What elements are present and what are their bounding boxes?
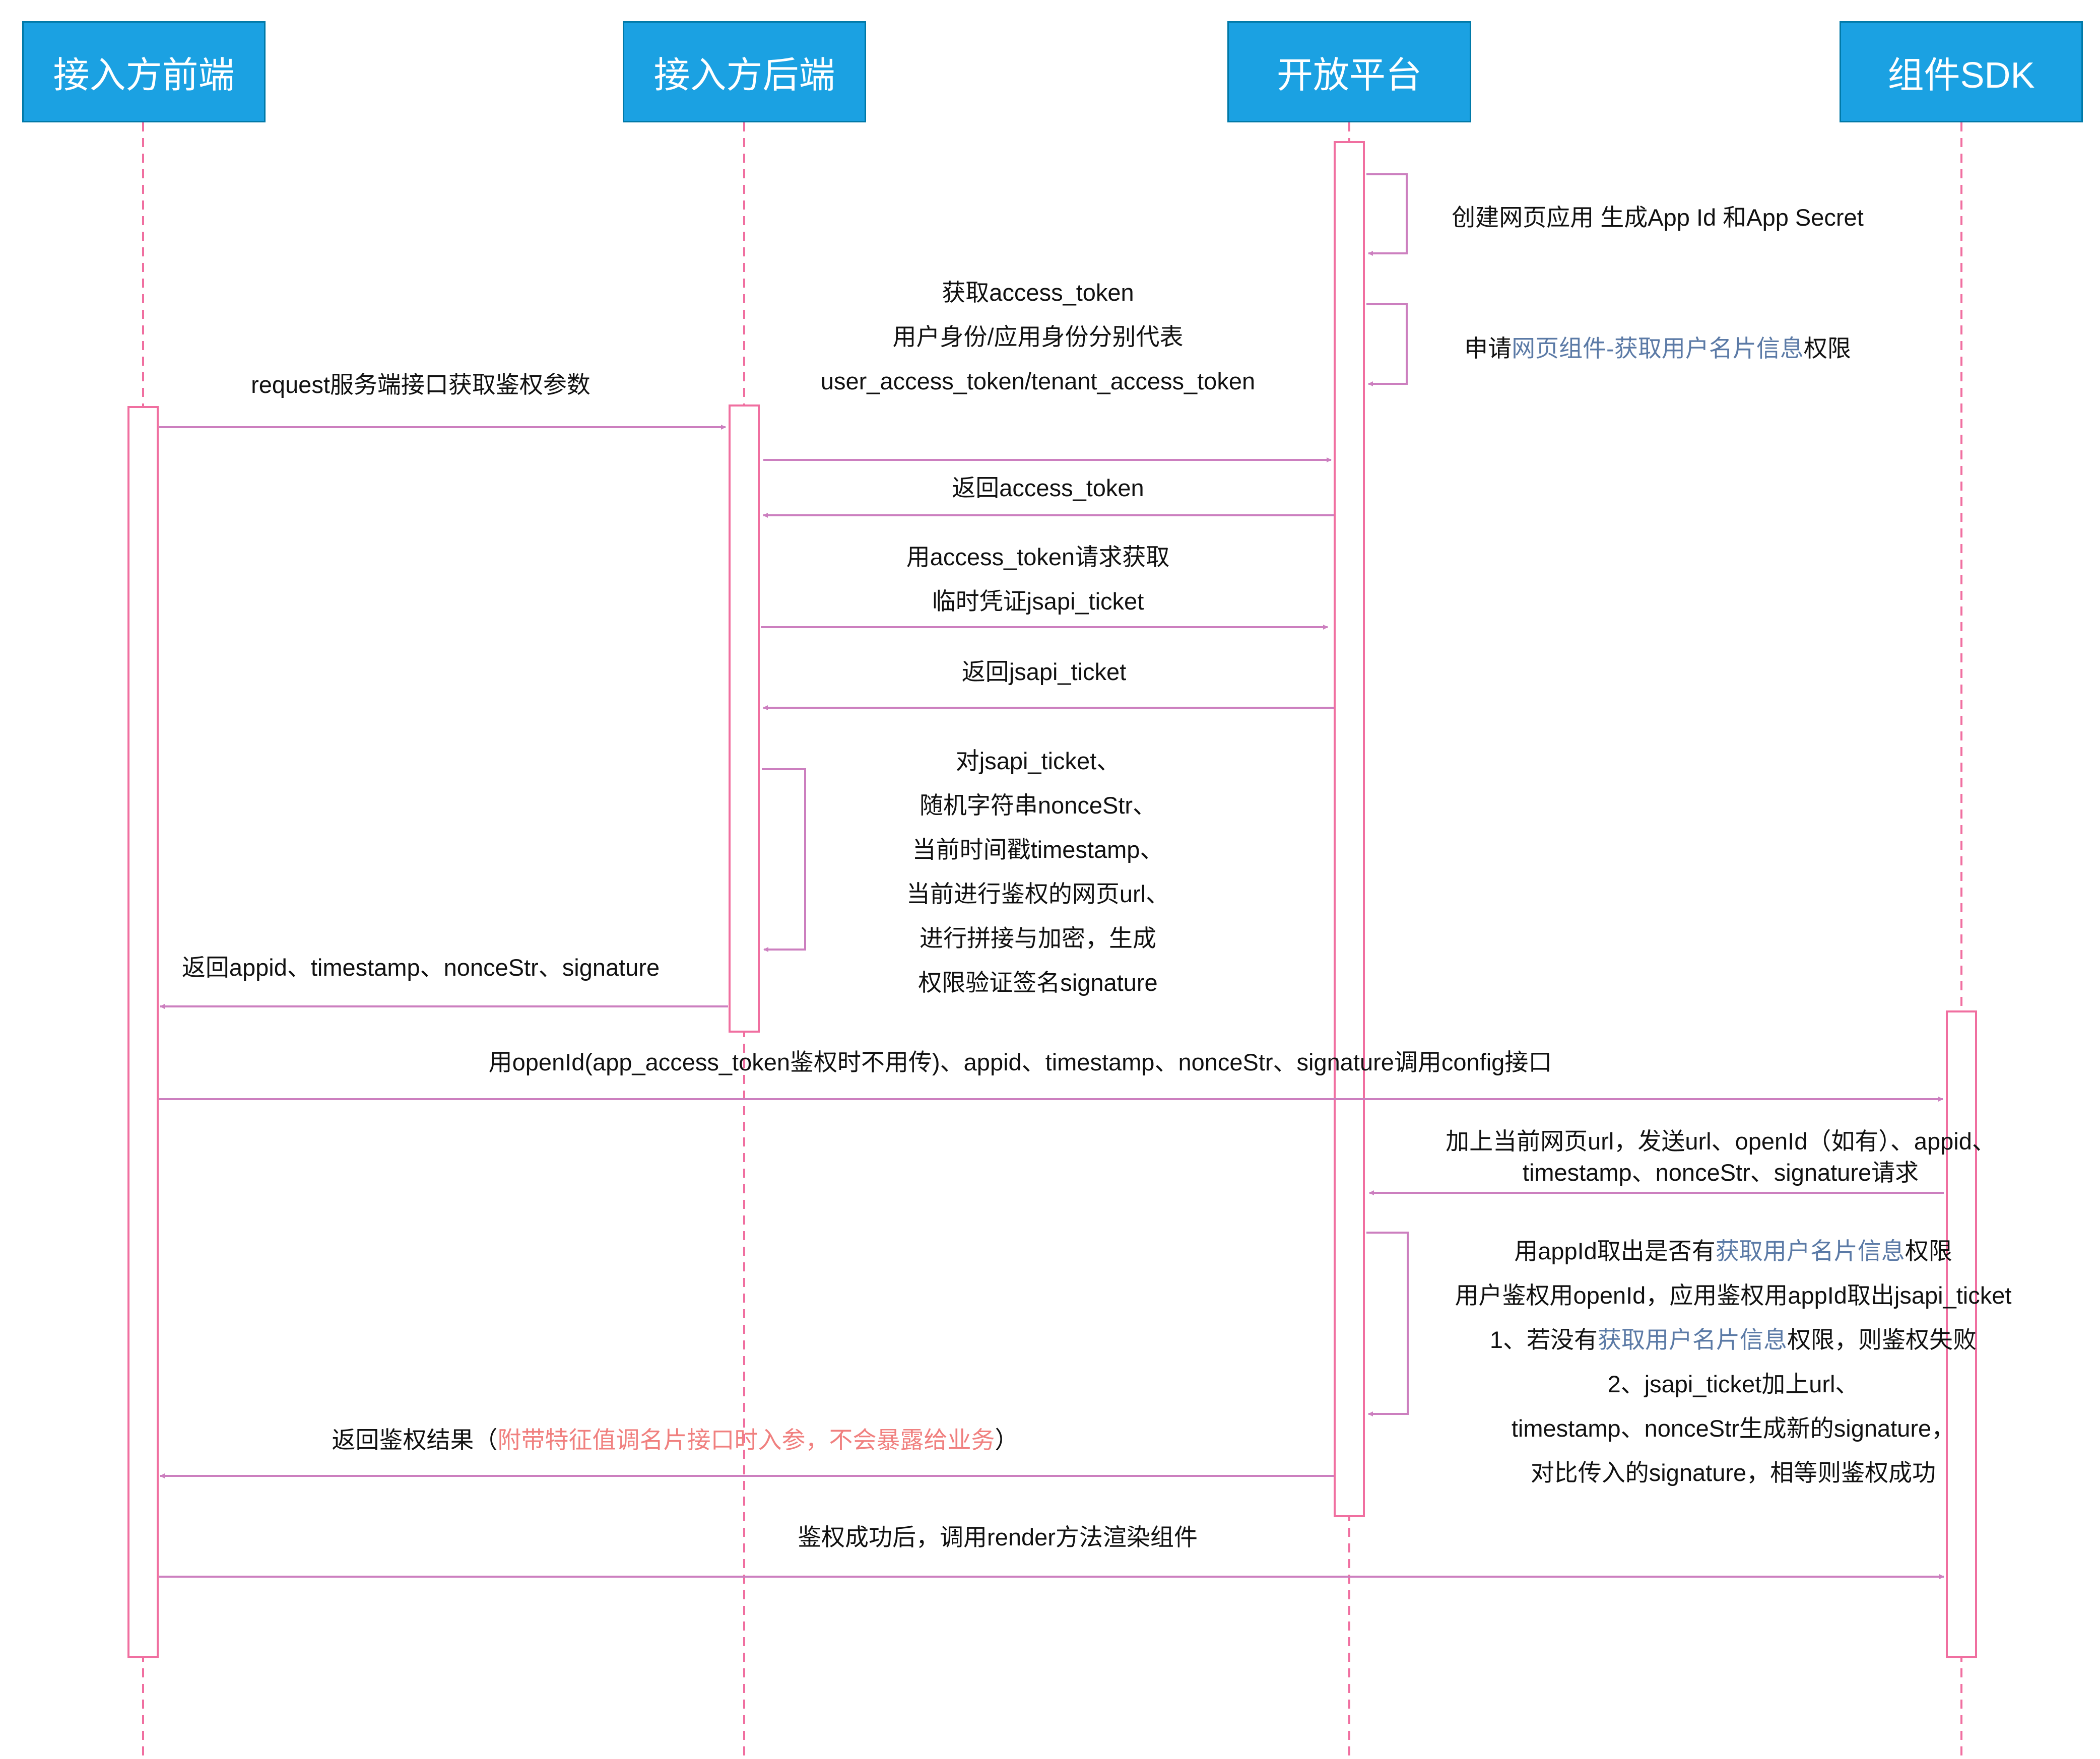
message-build-signature-label: 对jsapi_ticket、 随机字符串nonceStr、 当前时间戳times…: [786, 739, 1290, 1005]
message-line: 当前时间戳timestamp、: [912, 836, 1164, 863]
message-line: 返回鉴权结果（附带特征值调名片接口时入参，不会暴露给业务）: [272, 1418, 1078, 1462]
text-plain: 1、若没有: [1489, 1326, 1598, 1353]
activation-bar-backend: [729, 404, 760, 1033]
participant-frontend: 接入方前端: [22, 21, 266, 122]
activation-bar-frontend: [127, 406, 159, 1658]
message-line: 加上当前网页url，发送url、openId（如有）、appid、: [1446, 1128, 1996, 1155]
highlight-text: 获取用户名片信息: [1715, 1238, 1905, 1264]
participant-backend: 接入方后端: [623, 21, 866, 122]
message-render-label: 鉴权成功后，调用render方法渲染组件: [746, 1515, 1250, 1560]
activation-bar-platform: [1334, 141, 1365, 1517]
text-plain: 权限: [1905, 1238, 1952, 1264]
message-return-access-token-label: 返回access_token: [796, 466, 1300, 510]
message-return-ticket-label: 返回jsapi_ticket: [792, 650, 1296, 694]
text-plain: ）: [995, 1427, 1019, 1453]
participant-platform: 开放平台: [1227, 21, 1471, 122]
message-line: 随机字符串nonceStr、: [919, 792, 1157, 819]
message-line: timestamp、nonceStr、signature请求: [1522, 1159, 1919, 1186]
message-line: user_access_token/tenant_access_token: [820, 368, 1256, 394]
arrow-create-app: [1366, 173, 1408, 256]
text-plain: 用appId取出是否有: [1514, 1238, 1716, 1264]
message-line: 用access_token请求获取: [906, 544, 1170, 570]
message-request-params-label: request服务端接口获取鉴权参数: [169, 363, 673, 407]
highlight-text: 获取用户名片信息: [1598, 1326, 1788, 1353]
message-return-result-label: 返回鉴权结果（附带特征值调名片接口时入参，不会暴露给业务）: [272, 1418, 1078, 1462]
message-line: 返回access_token: [952, 475, 1144, 501]
message-line: 1、若没有获取用户名片信息权限，则鉴权失败: [1355, 1318, 2100, 1362]
message-line: 返回jsapi_ticket: [961, 658, 1127, 685]
message-line: 返回appid、timestamp、nonceStr、signature: [181, 954, 660, 981]
message-line: 2、jsapi_ticket加上url、: [1607, 1371, 1859, 1397]
message-get-access-token-label: 获取access_token 用户身份/应用身份分别代表 user_access…: [786, 270, 1290, 403]
message-line: 临时凭证jsapi_ticket: [932, 588, 1144, 615]
message-line: 创建网页应用 生成App Id 和App Secret: [1452, 204, 1864, 231]
arrow-apply-permission: [1366, 303, 1408, 386]
highlight-text: 网页组件-获取用户名片信息: [1512, 335, 1804, 362]
message-line: 申请网页组件-获取用户名片信息权限: [1441, 326, 1874, 371]
participant-sdk: 组件SDK: [1840, 21, 2083, 122]
message-call-config-label: 用openId(app_access_token鉴权时不用传)、appid、ti…: [302, 1040, 1738, 1085]
message-apply-permission-label: 申请网页组件-获取用户名片信息权限: [1441, 326, 1874, 371]
highlight-text: 附带特征值调名片接口时入参，不会暴露给业务: [497, 1427, 995, 1453]
arrow-build-signature: [762, 768, 806, 952]
message-platform-verify-label: 用appId取出是否有获取用户名片信息权限 用户鉴权用openId，应用鉴权用a…: [1355, 1229, 2100, 1495]
message-line: 鉴权成功后，调用render方法渲染组件: [798, 1524, 1198, 1550]
message-create-app-label: 创建网页应用 生成App Id 和App Secret: [1441, 195, 1874, 240]
message-line: 对jsapi_ticket、: [955, 748, 1121, 774]
arrow-platform-verify: [1366, 1232, 1409, 1416]
message-request-ticket-label: 用access_token请求获取 临时凭证jsapi_ticket: [786, 535, 1290, 624]
message-line: 用户鉴权用openId，应用鉴权用appId取出jsapi_ticket: [1455, 1282, 2012, 1309]
activation-bars: [127, 141, 1977, 1658]
message-line: request服务端接口获取鉴权参数: [251, 371, 590, 398]
message-line: 进行拼接与加密，生成: [920, 925, 1156, 952]
message-send-url-label: 加上当前网页url，发送url、openId（如有）、appid、 timest…: [1330, 1126, 2100, 1188]
message-return-params-label: 返回appid、timestamp、nonceStr、signature: [169, 945, 673, 990]
message-line: 用openId(app_access_token鉴权时不用传)、appid、ti…: [488, 1049, 1552, 1075]
activation-bar-sdk: [1946, 1010, 1977, 1658]
text-plain: 权限: [1803, 335, 1851, 362]
message-line: timestamp、nonceStr生成新的signature，: [1511, 1415, 1955, 1442]
message-line: 获取access_token: [942, 279, 1134, 306]
message-line: 对比传入的signature，相等则鉴权成功: [1530, 1459, 1936, 1486]
text-plain: 申请: [1464, 335, 1512, 362]
message-line: 权限验证签名signature: [918, 969, 1158, 996]
message-line: 当前进行鉴权的网页url、: [906, 881, 1170, 907]
message-arrows: [159, 173, 1944, 1579]
message-line: 用appId取出是否有获取用户名片信息权限: [1355, 1229, 2100, 1273]
message-line: 用户身份/应用身份分别代表: [892, 323, 1184, 350]
text-plain: 返回鉴权结果（: [332, 1427, 498, 1453]
text-plain: 权限，则鉴权失败: [1787, 1326, 1977, 1353]
